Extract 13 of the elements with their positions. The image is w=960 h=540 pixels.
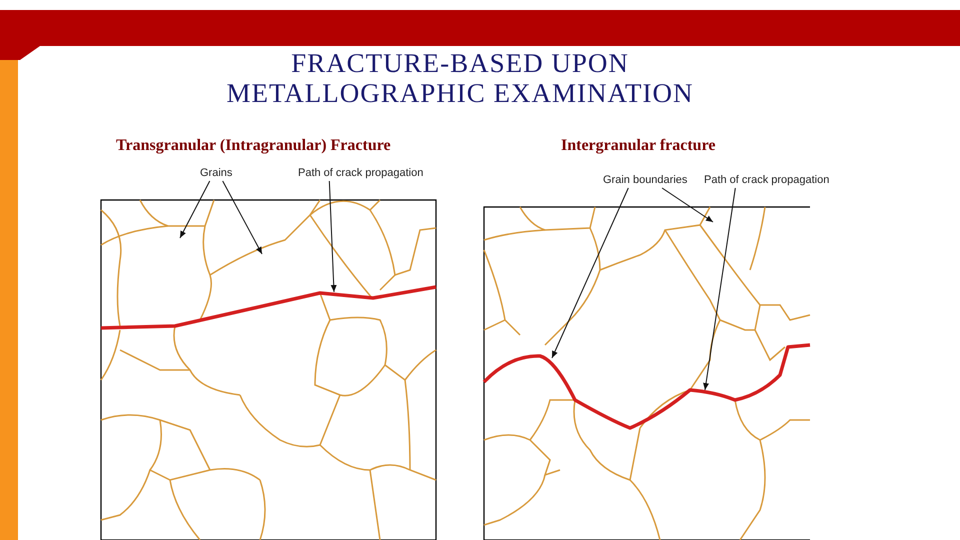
callout-label: Grains [200,167,232,180]
leader-line [662,188,714,222]
callout-label: Grain boundaries [603,174,688,187]
panel-heading: Intergranular fracture [561,137,716,155]
callout-label: Path of crack propagation [298,167,424,180]
leader-line [328,180,337,292]
leader-line [222,180,262,254]
panel-heading: Transgranular (Intragranular) Fracture [116,137,391,155]
leader-line [180,180,210,238]
slide-title: FRACTURE-BASED UPON METALLOGRAPHIC EXAMINATION [225,48,695,108]
callout-label: Path of crack propagation [704,174,830,187]
leader-line [552,188,629,358]
leader-line [703,188,736,390]
